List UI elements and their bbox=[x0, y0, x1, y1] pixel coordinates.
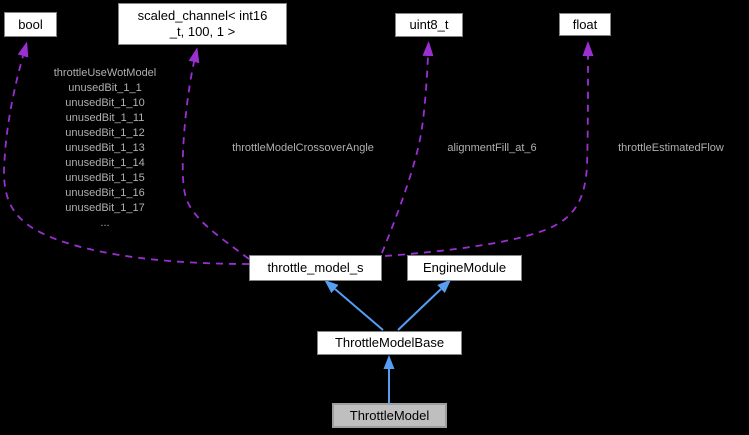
edge-throttle-model-s-to-float bbox=[384, 41, 594, 257]
node-enginemodule[interactable]: EngineModule bbox=[407, 255, 522, 281]
edge-label-throttlemodelcrossoverangle: throttleModelCrossoverAngle bbox=[232, 142, 374, 154]
node-uint8-t[interactable]: uint8_t bbox=[395, 13, 463, 37]
edge-label-alignmentfill-at-6: alignmentFill_at_6 bbox=[447, 142, 537, 154]
node-throttle-model-s[interactable]: throttle_model_s bbox=[249, 255, 382, 281]
edge-throttle-model-s-to-uint8-t bbox=[381, 41, 434, 254]
node-float[interactable]: float bbox=[559, 13, 611, 36]
node-throttlemodel[interactable]: ThrottleModel bbox=[332, 403, 447, 428]
node-throttlemodelbase[interactable]: ThrottleModelBase bbox=[317, 331, 462, 355]
edge-label-throttleestimatedflow: throttleEstimatedFlow bbox=[618, 142, 724, 154]
edge-throttle-model-s-to-bool bbox=[3, 41, 250, 265]
node-scaled-channel-label: scaled_channel< int16_t, 100, 1 > bbox=[137, 8, 268, 39]
edge-label-bool-members: throttleUseWotModel unusedBit_1_1 unused… bbox=[53, 67, 157, 229]
edge-throttle-model-s-to-scaled-channel bbox=[181, 47, 250, 260]
node-scaled-channel[interactable]: scaled_channel< int16_t, 100, 1 > bbox=[118, 3, 287, 45]
edge-throttlemodelbase-to-throttle-model-s bbox=[324, 279, 384, 331]
node-bool[interactable]: bool bbox=[4, 12, 57, 37]
edge-throttlemodelbase-to-enginemodule bbox=[397, 279, 452, 331]
